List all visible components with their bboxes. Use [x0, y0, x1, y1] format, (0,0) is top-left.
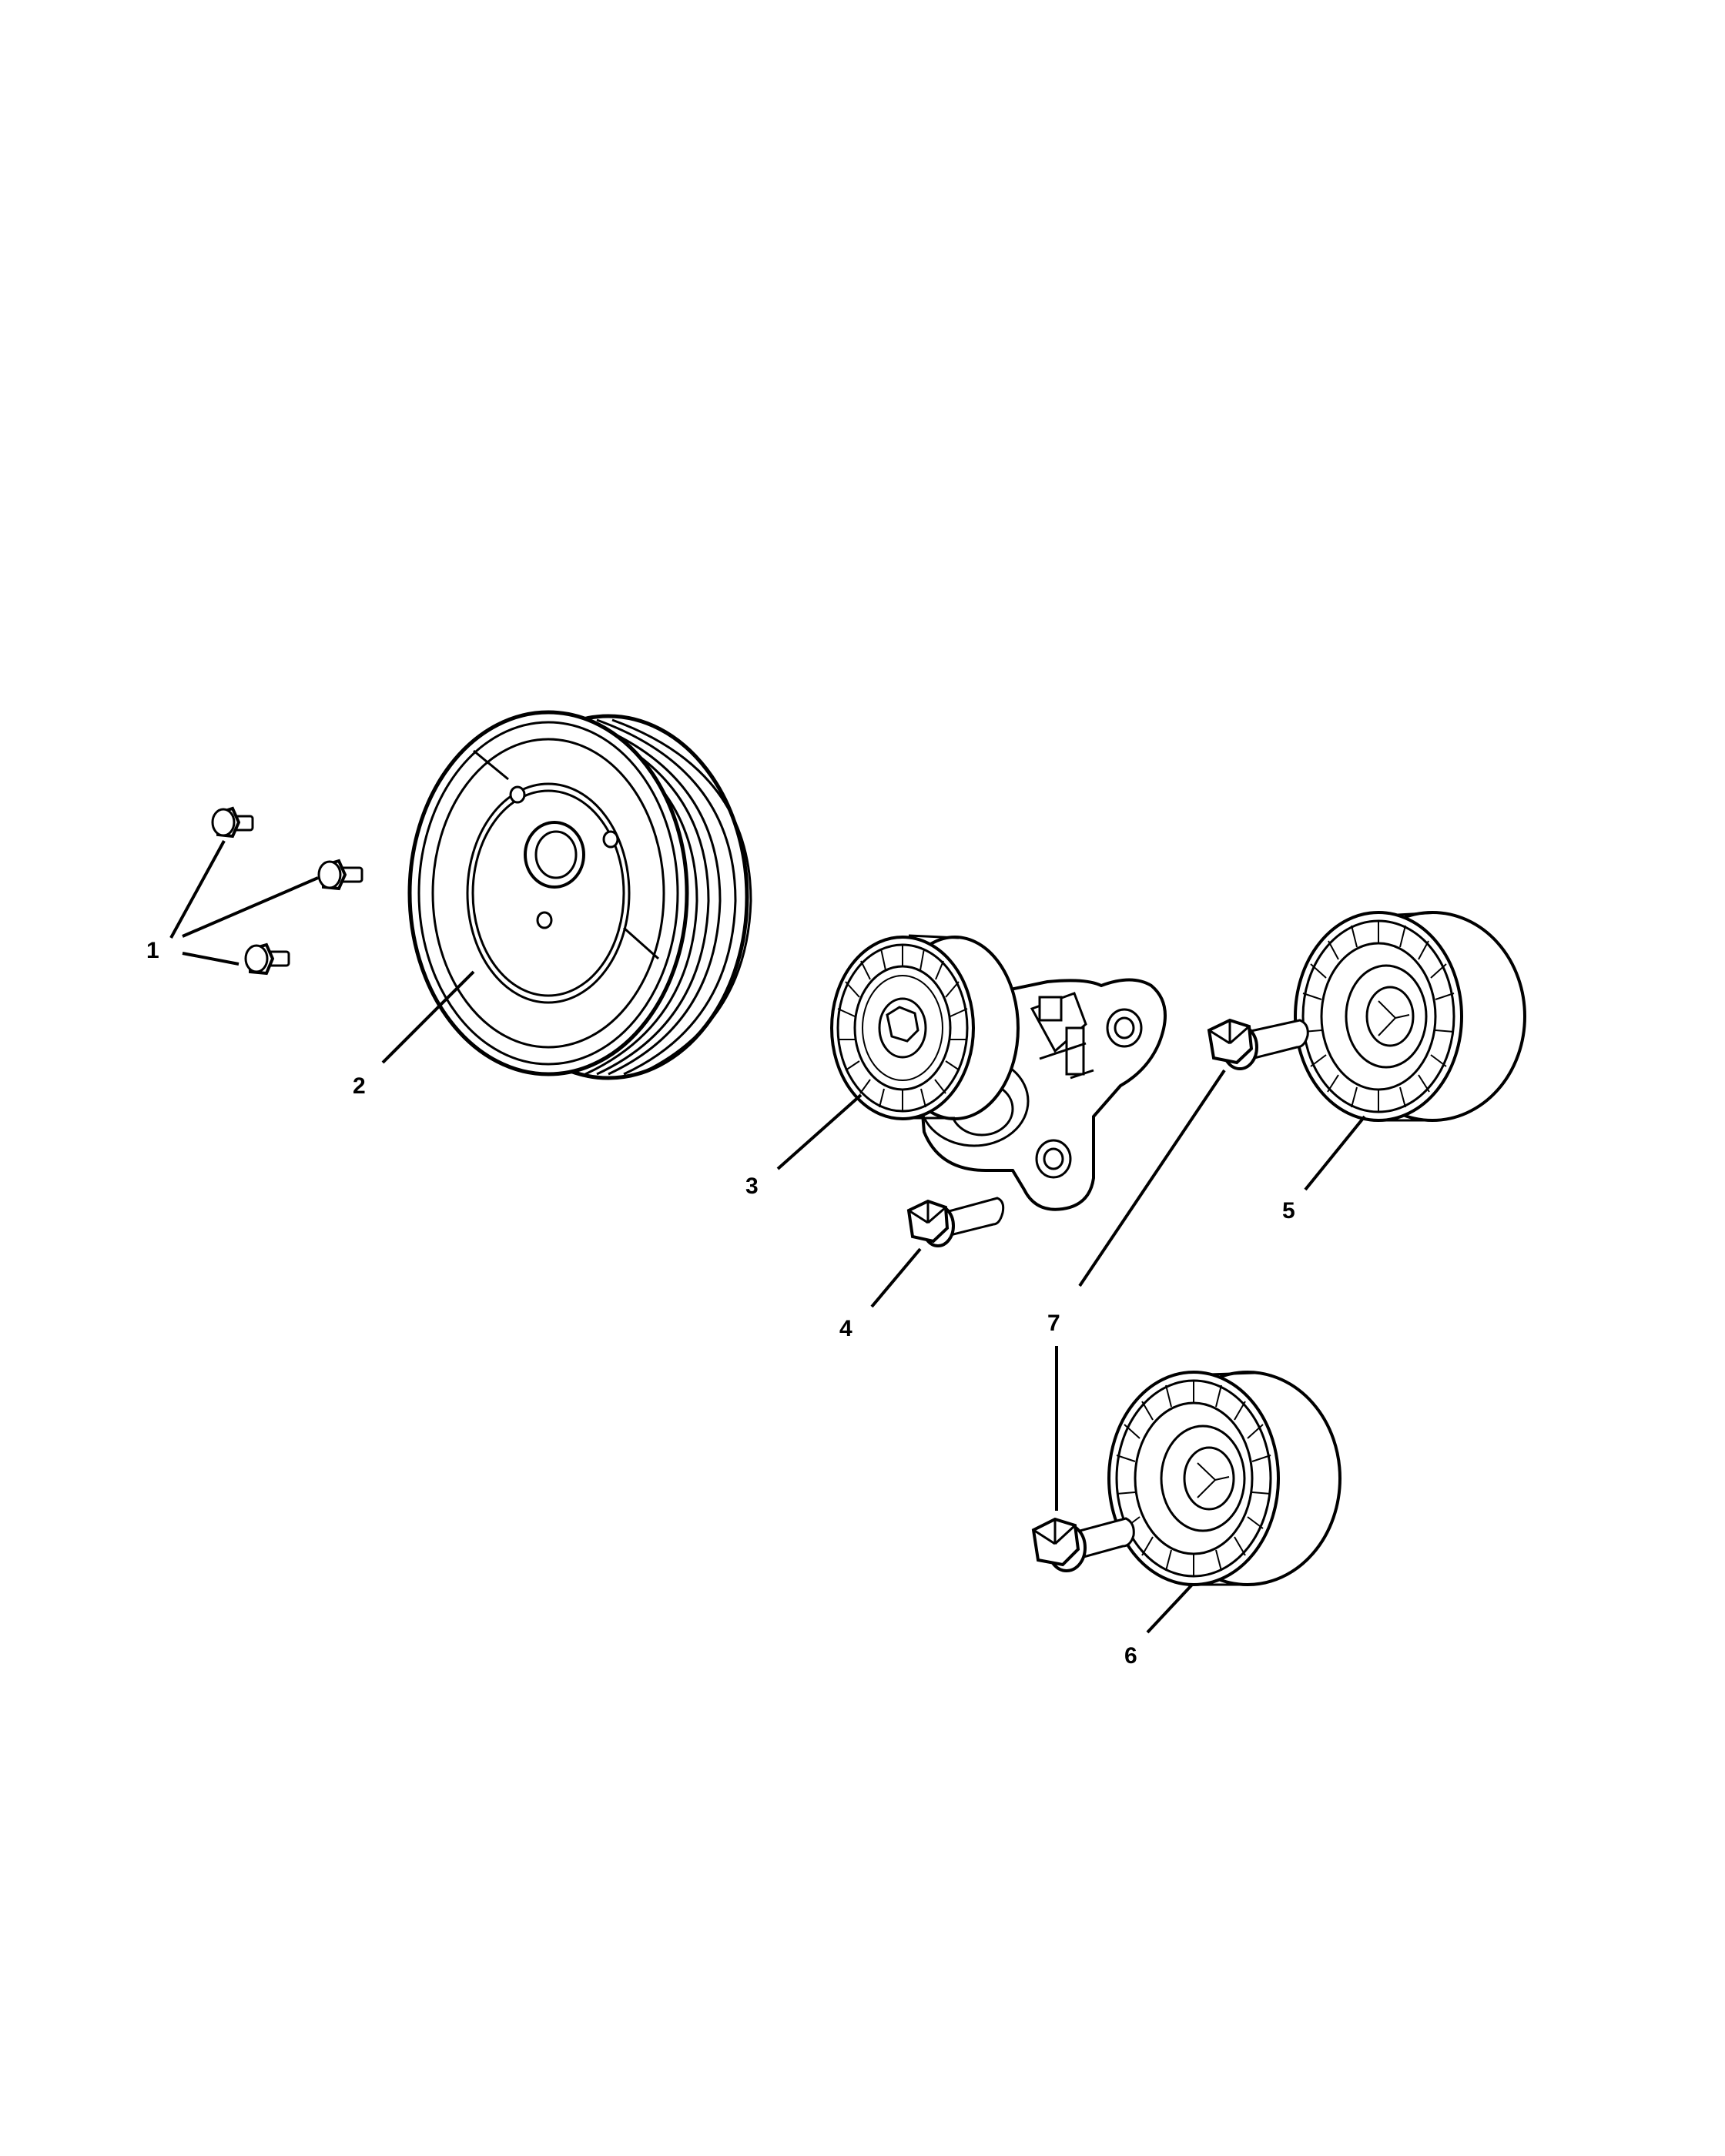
callout-4: 4: [839, 1316, 852, 1341]
idler-pulley-lower: [1109, 1372, 1340, 1585]
bolt-small-b: [319, 861, 362, 889]
leader-1b: [182, 876, 319, 938]
callout-2: 2: [353, 1073, 366, 1099]
leader-6: [1146, 1583, 1194, 1634]
leader-7a: [1078, 1069, 1226, 1287]
leader-5: [1304, 1115, 1366, 1191]
callout-7: 7: [1047, 1311, 1060, 1336]
tensioner-bolt: [909, 1198, 1003, 1246]
belt-tensioner: [832, 936, 1165, 1210]
callout-1: 1: [146, 938, 159, 963]
callout-labels: 1 2 3 4 5 6 7: [146, 938, 1295, 1669]
damper-pulley: [410, 712, 751, 1078]
leader-3: [776, 1093, 862, 1170]
idler-bolt-upper: [1209, 1020, 1308, 1069]
bolt-small-c: [246, 945, 289, 973]
leader-lines: [169, 840, 1366, 1634]
leader-1a: [169, 840, 226, 939]
idler-bolt-lower: [1033, 1518, 1134, 1571]
bolt-small-a: [213, 808, 253, 836]
callout-3: 3: [745, 1173, 759, 1199]
leader-1c: [182, 952, 239, 966]
leader-4: [870, 1247, 922, 1308]
callout-6: 6: [1124, 1643, 1137, 1669]
idler-pulley-upper: [1295, 912, 1525, 1120]
callout-5: 5: [1282, 1198, 1295, 1224]
leader-2: [381, 970, 475, 1064]
